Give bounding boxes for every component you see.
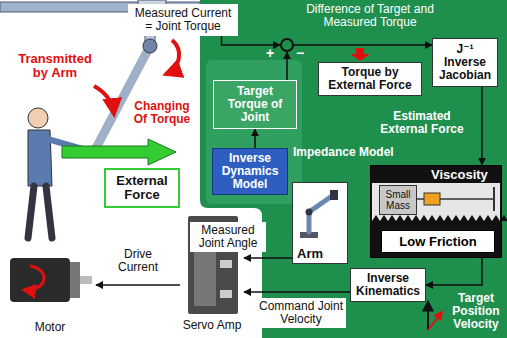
- node-text: Small Mass: [381, 189, 415, 211]
- transmitted-torque-arrow: [94, 86, 114, 114]
- node-text: Torque by External Force: [321, 66, 419, 92]
- damper-rod: [417, 198, 424, 200]
- process-box: Target Torque of Joint: [213, 80, 297, 129]
- node-text: Impedance Model: [293, 146, 394, 159]
- signal-arrow: [96, 284, 180, 286]
- arm-box-ground: [292, 182, 348, 264]
- node-text: Arm: [297, 247, 323, 261]
- person-head: [28, 108, 48, 128]
- signal-arrow: [254, 129, 256, 148]
- arm-gripper: [330, 190, 338, 200]
- signal-arrow: [244, 257, 292, 259]
- signal-arrow: [294, 44, 432, 46]
- person-leg: [46, 186, 52, 238]
- control-region: [200, 0, 507, 338]
- damper-symbol: [424, 193, 440, 205]
- motor: Motor: [4, 250, 96, 334]
- person-leg: [28, 186, 34, 238]
- callout-label: Transmitted by Arm: [16, 52, 94, 80]
- servo-amp-connector: [220, 290, 232, 298]
- process-box: J⁻¹ Inverse Jacobian: [432, 38, 498, 87]
- changing-torque-arrow: [166, 40, 179, 74]
- impedance-ground: [370, 165, 502, 258]
- friction-teeth: [372, 215, 507, 221]
- motor-rotation-arrow: [24, 266, 44, 290]
- external-torque-arrow: [356, 48, 364, 54]
- mass-box: Small Mass: [379, 185, 417, 215]
- signal-label: Estimated External Force: [376, 110, 468, 136]
- signal-label: Command Joint Velocity: [256, 298, 346, 328]
- signal-arrow: [244, 291, 350, 293]
- node-text: +: [266, 46, 274, 60]
- dynamics-panel: [206, 60, 302, 204]
- process-box: Inverse Dynamics Model: [212, 148, 288, 195]
- signal-label: Measured Joint Angle: [190, 222, 266, 252]
- node-text: Low Friction: [384, 234, 492, 249]
- velocity-arrow: [428, 312, 442, 330]
- summing-junction: +−: [280, 38, 294, 52]
- impedance-model-box: Impedance ModelViscositySmall MassLow Fr…: [370, 165, 502, 258]
- node-text: External Force: [108, 174, 176, 202]
- node-text: Viscosity: [431, 168, 488, 182]
- signal-label: Target Position Velocity: [448, 292, 504, 331]
- signal-label: Drive Current: [110, 246, 166, 276]
- signal-label: Difference of Target and Measured Torque: [300, 3, 440, 29]
- external-force-arrow: [62, 139, 176, 165]
- servo-amp-connector: [220, 260, 232, 268]
- node-text: Inverse Kinematics: [353, 272, 423, 298]
- force-box: External Force: [104, 168, 180, 208]
- node-text: Inverse Dynamics Model: [215, 152, 285, 191]
- arm-joint: [306, 209, 313, 216]
- measurement-box: Measured Current = Joint Torque: [128, 4, 238, 36]
- arm-link: [309, 196, 332, 212]
- node-text: Measured Current = Joint Torque: [130, 7, 236, 33]
- robot-elbow-joint: [143, 39, 157, 53]
- motor-body: [10, 258, 70, 302]
- damper-wall: [493, 187, 495, 211]
- node-text: Servo Amp: [180, 319, 244, 332]
- node-text: Target Torque of Joint: [216, 85, 294, 124]
- signal-arrow: [481, 87, 483, 165]
- process-box: Inverse Kinematics: [350, 268, 426, 302]
- node-text: −: [296, 46, 304, 60]
- impedance-floor: [372, 183, 500, 221]
- damper-rod: [440, 198, 494, 200]
- signal-arrow: [426, 258, 482, 285]
- motor-flange: [70, 262, 80, 298]
- signal-arrow: [286, 52, 288, 80]
- motor-shaft: [80, 276, 92, 284]
- robot-lower-link: [95, 46, 150, 150]
- axis-arrow: [427, 302, 429, 330]
- process-box: Torque by External Force: [318, 62, 422, 96]
- friction-box: Low Friction: [381, 230, 495, 253]
- node-text: J⁻¹ Inverse Jacobian: [435, 43, 495, 82]
- arm-box: Arm: [292, 182, 348, 264]
- node-text: Motor: [4, 321, 96, 334]
- signal-arrow: [222, 36, 281, 45]
- callout-label: Changing Of Torque: [130, 100, 194, 126]
- external-torque-arrowhead: [350, 54, 370, 61]
